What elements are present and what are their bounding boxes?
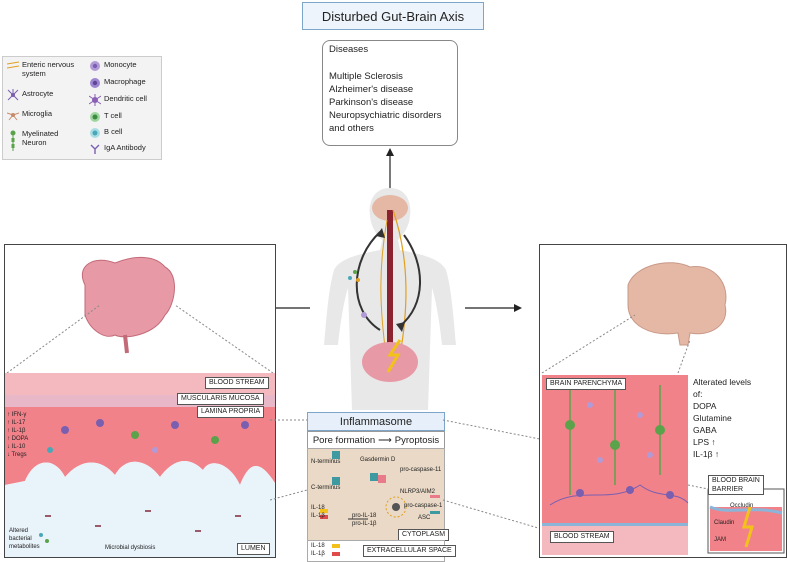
- altered-metabolites: Altered bacterial metabolites: [9, 527, 40, 551]
- altered-line: IL-1β ↑: [693, 449, 720, 459]
- ext-il1b: IL-1β: [311, 551, 325, 557]
- disease-item: Multiple Sclerosis: [329, 71, 403, 82]
- pyroptosis: Pyroptosis: [394, 435, 440, 446]
- il18-label: IL-18: [311, 505, 325, 511]
- pore-formation: Pore formation: [312, 435, 376, 446]
- legend-neuron: Myelinated Neuron: [22, 129, 59, 147]
- altered-line: of:: [693, 389, 703, 399]
- legend: Enteric nervous system Astrocyte Microgl…: [2, 56, 162, 160]
- cytokine-item: ↓ Tregs: [7, 452, 27, 458]
- asc-label: ASC: [418, 515, 431, 521]
- n-terminus-label: N-terminus: [311, 459, 341, 465]
- macrophage-icon: [90, 78, 100, 88]
- label-muscularis-mucosa: MUSCULARIS MUCOSA: [177, 393, 264, 405]
- disease-item: Parkinson's disease: [329, 97, 414, 108]
- label-bbb: BLOOD BRAIN BARRIER: [708, 475, 764, 495]
- arrow-right-icon: ⟶: [378, 435, 392, 446]
- claudin-label: Claudin: [714, 520, 735, 526]
- disease-item: Alzheimer's disease: [329, 84, 414, 95]
- label-brain-parenchyma: BRAIN PARENCHYMA: [546, 378, 627, 390]
- legend-iga: IgA Antibody: [104, 143, 146, 152]
- pore-formation-row: Pore formation ⟶ Pyroptosis: [307, 431, 445, 450]
- label-lumen: LUMEN: [237, 543, 270, 555]
- t-cell-icon: [90, 112, 100, 122]
- dendritic-cell-icon: [89, 94, 101, 106]
- bbb-line: BARRIER: [712, 486, 744, 493]
- body-illustration: [258, 148, 522, 410]
- pro-caspase-1-label: pro-caspase-1: [404, 503, 443, 509]
- gasdermin-label: Gasdermin D: [360, 457, 396, 463]
- nlrp-label: NLRP3/AIM2: [400, 489, 436, 495]
- metabolites-line: metabolites: [9, 544, 40, 550]
- legend-microglia: Microglia: [22, 109, 53, 118]
- label-blood-stream: BLOOD STREAM: [205, 377, 269, 389]
- microbial-dysbiosis: Microbial dysbiosis: [105, 545, 156, 551]
- pro-il1b-label: pro-IL-1β: [352, 521, 377, 527]
- ext-il18: IL-18: [311, 543, 325, 549]
- occludin-label: Occludin: [730, 503, 754, 509]
- legend-dendritic: Dendritic cell: [104, 94, 147, 103]
- disease-item: Neuropsychiatric disorders: [329, 110, 442, 121]
- iga-antibody-icon: [90, 144, 100, 154]
- cytokine-item: ↑ IL-17: [7, 420, 26, 426]
- pro-il18-label: pro-IL-18: [352, 513, 377, 519]
- cytoplasm-box: N-terminus C-terminus Gasdermin D pro-ca…: [307, 448, 450, 542]
- altered-line: GABA: [693, 425, 717, 435]
- legend-t-cell: T cell: [104, 111, 122, 120]
- monocyte-icon: [90, 61, 100, 71]
- metabolites-line: Altered: [9, 528, 29, 534]
- diseases-header: Diseases: [329, 44, 369, 55]
- cytokine-item: ↑ IL-1β: [7, 428, 26, 434]
- astrocyte-icon: [7, 89, 19, 101]
- altered-line: Glutamine: [693, 413, 732, 423]
- enteric-nerve-icon: [7, 61, 19, 69]
- diagram-title: Disturbed Gut-Brain Axis: [302, 2, 484, 30]
- inflammasome-title: Inflammasome: [307, 412, 445, 431]
- bbb-line: BLOOD BRAIN: [712, 477, 760, 484]
- disease-item: and others: [329, 123, 374, 134]
- neuron-icon: [10, 130, 16, 151]
- legend-enteric: Enteric nervous system: [22, 60, 75, 78]
- inflammasome-illustration: [320, 451, 440, 520]
- brain-panel: BRAIN PARENCHYMA BLOOD STREAM BLOOD BRAI…: [539, 244, 787, 558]
- cytokine-markers: [332, 544, 340, 556]
- label-lamina-propria: LAMINA PROPRIA: [197, 406, 265, 418]
- altered-line: DOPA: [693, 401, 717, 411]
- legend-macrophage: Macrophage: [104, 77, 146, 86]
- altered-line: Alterated levels: [693, 377, 752, 387]
- jam-label: JAM: [714, 537, 726, 543]
- label-extracellular-space: EXTRACELLULAR SPACE: [363, 545, 456, 557]
- altered-line: LPS ↑: [693, 437, 716, 447]
- connector-lines: [270, 419, 546, 531]
- gut-panel: BLOOD STREAM MUSCULARIS MUCOSA LAMINA PR…: [4, 244, 276, 558]
- label-blood-stream-brain: BLOOD STREAM: [550, 531, 614, 543]
- microglia-icon: [7, 112, 19, 121]
- metabolites-line: bacterial: [9, 536, 32, 542]
- cytokine-list: ↑ IFN-γ ↑ IL-17 ↑ IL-1β ↑ DOPA ↓ IL-10 ↓…: [7, 411, 28, 459]
- c-terminus-label: C-terminus: [311, 485, 341, 491]
- legend-b-cell: B cell: [104, 127, 123, 136]
- cytokine-item: ↑ IFN-γ: [7, 412, 27, 418]
- cytokine-item: ↓ IL-10: [7, 444, 26, 450]
- altered-levels: Alterated levels of: DOPA Glutamine GABA…: [693, 376, 751, 460]
- il1b-label: IL-1β: [311, 513, 325, 519]
- diseases-box: Diseases Multiple Sclerosis Alzheimer's …: [322, 40, 458, 146]
- b-cell-icon: [90, 128, 100, 138]
- legend-monocyte: Monocyte: [104, 60, 137, 69]
- cytokine-item: ↑ DOPA: [7, 436, 29, 442]
- pro-caspase-11-label: pro-caspase-11: [400, 467, 442, 473]
- brain-tissue-illustration: [541, 262, 785, 555]
- legend-astrocyte: Astrocyte: [22, 89, 54, 98]
